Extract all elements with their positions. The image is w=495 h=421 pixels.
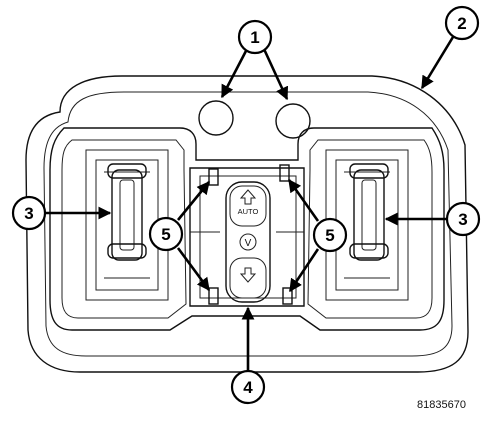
svg-text:1: 1 <box>250 28 259 47</box>
retaining-tab-lower-right <box>282 287 293 305</box>
retaining-tab-upper-right <box>279 164 290 182</box>
bulb-socket-right <box>349 163 389 261</box>
callout-1: 1 <box>237 19 273 55</box>
console-outer-bezel <box>25 75 469 373</box>
callout-5-left: 5 <box>148 216 184 252</box>
leader-5-left-down <box>176 247 211 292</box>
leader-2 <box>420 36 455 90</box>
svg-text:3: 3 <box>458 210 467 229</box>
console-housing <box>49 127 445 331</box>
callout-4: 4 <box>230 369 266 405</box>
console-housing-inner-right <box>307 139 433 319</box>
callout-3-left: 3 <box>11 195 47 231</box>
retaining-tab-upper-left <box>208 168 219 186</box>
leader-5-right-up <box>287 178 320 222</box>
callout-5-right: 5 <box>312 217 348 253</box>
console-inner-bezel <box>43 91 453 357</box>
leader-5-left-up <box>176 180 211 221</box>
console-housing-inner <box>61 139 187 319</box>
svg-text:5: 5 <box>325 226 334 245</box>
arrow-down-icon <box>239 267 257 283</box>
sunroof-switch: AUTO V <box>225 181 271 303</box>
switch-bay <box>189 167 305 307</box>
leader-5-right-down <box>288 248 320 293</box>
retaining-tab-lower-left <box>208 287 219 305</box>
callout-2: 2 <box>444 5 480 41</box>
lens-right <box>275 103 311 139</box>
vent-button <box>239 233 257 251</box>
arrow-up-icon <box>239 189 257 205</box>
leader-1-right <box>262 48 289 101</box>
lamp-assembly-left <box>85 149 169 301</box>
svg-text:3: 3 <box>24 204 33 223</box>
svg-text:4: 4 <box>243 378 253 397</box>
lens-left <box>198 100 234 136</box>
svg-text:2: 2 <box>457 14 466 33</box>
figure-id: 81835670 <box>417 399 466 411</box>
bulb-socket-left <box>107 163 147 261</box>
leader-1-left <box>220 48 249 99</box>
auto-label: AUTO <box>238 207 259 216</box>
callout-3-right: 3 <box>445 201 481 237</box>
svg-text:5: 5 <box>161 225 170 244</box>
vent-label: V <box>245 238 252 249</box>
